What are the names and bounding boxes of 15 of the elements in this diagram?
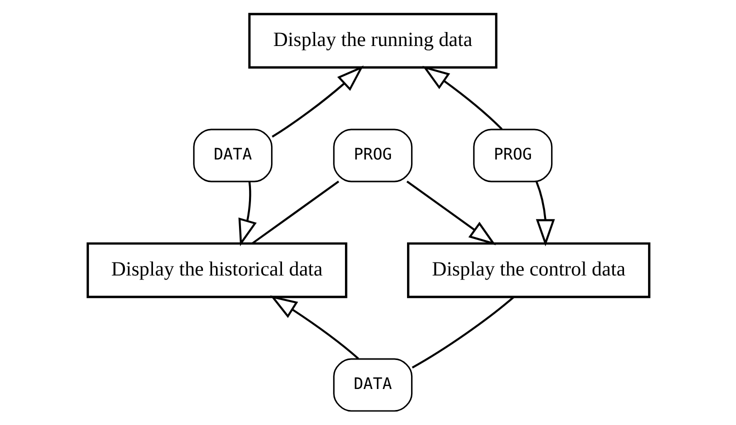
arrow [535,181,554,246]
arrow [406,180,496,246]
arrow [422,66,502,130]
node-box: Display the running data [248,12,497,69]
node-box: Display the control data [406,242,650,298]
arrow [270,295,358,360]
node-box: PROG [332,128,412,182]
connector [411,296,514,368]
node-box: DATA [192,128,272,182]
arrow [238,182,256,246]
arrow [271,66,364,138]
node-box: Display the historical data [86,242,347,298]
node-box: DATA [332,358,412,412]
connector [251,180,339,244]
node-box: PROG [472,128,552,182]
